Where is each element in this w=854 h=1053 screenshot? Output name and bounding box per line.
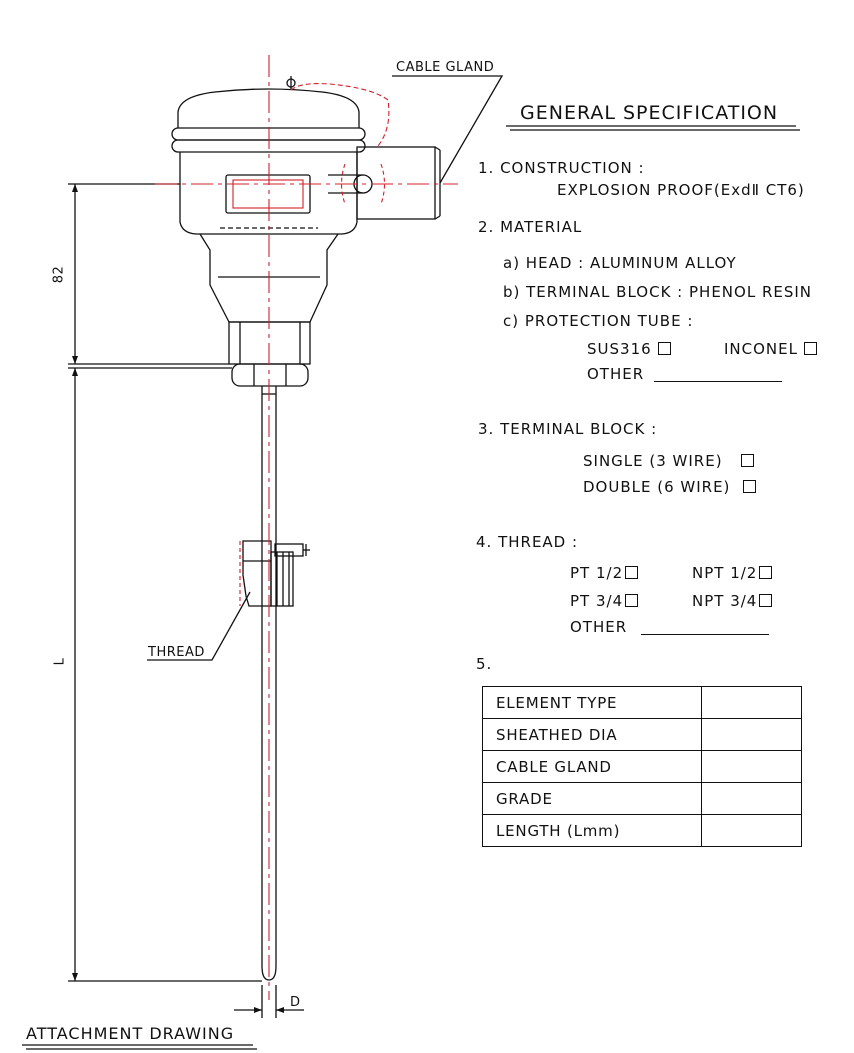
material-heading: 2. MATERIAL <box>478 218 583 236</box>
option-npt-half: NPT 1/2 <box>692 564 773 582</box>
pt-3q-checkbox[interactable] <box>625 594 639 607</box>
cable-gland-boss <box>356 146 436 220</box>
option-inconel: INCONEL <box>724 342 817 357</box>
table-row: GRADE <box>482 782 802 815</box>
dimension-D-label: D <box>290 995 301 1010</box>
terminal-block-heading: 3. TERMINAL BLOCK : <box>478 420 658 438</box>
construction-value: EXPLOSION PROOF(ExdⅡ CT6) <box>557 181 805 199</box>
table-row: SHEATHED DIA <box>482 718 802 751</box>
material-head: a) HEAD : ALUMINUM ALLOY <box>503 254 737 272</box>
cable-path <box>290 83 390 147</box>
head-body <box>179 152 358 235</box>
head-cap <box>177 88 360 128</box>
double-checkbox[interactable] <box>743 480 757 493</box>
thread-other-blank[interactable] <box>641 620 770 635</box>
thread-leader <box>147 591 251 661</box>
material-other-blank[interactable] <box>654 367 783 382</box>
option-sus316-label: SUS316 <box>587 340 652 358</box>
table-row-label: ELEMENT TYPE <box>482 686 702 719</box>
nut <box>231 363 309 387</box>
single-checkbox[interactable] <box>740 454 754 467</box>
option-thread-other: OTHER <box>570 618 770 636</box>
spec-table: ELEMENT TYPE SHEATHED DIA CABLE GLAND GR… <box>482 686 802 847</box>
spec-title: GENERAL SPECIFICATION <box>520 102 779 124</box>
thread-other-label: OTHER <box>570 618 628 636</box>
table-row-label: CABLE GLAND <box>482 750 702 783</box>
sus316-checkbox[interactable] <box>657 342 671 355</box>
option-pt-half-label: PT 1/2 <box>570 564 624 582</box>
dimension-82-label: 82 <box>51 265 67 284</box>
inconel-checkbox[interactable] <box>803 342 817 355</box>
construction-heading: 1. CONSTRUCTION : <box>478 159 645 177</box>
option-npt-half-label: NPT 1/2 <box>692 564 758 582</box>
attachment-drawing-title: ATTACHMENT DRAWING <box>26 1024 235 1043</box>
pt-half-checkbox[interactable] <box>625 566 639 579</box>
option-double: DOUBLE (6 WIRE) <box>583 478 757 496</box>
fitting-thread <box>270 551 294 607</box>
table-row: LENGTH (Lmm) <box>482 814 802 847</box>
option-material-other: OTHER <box>587 365 783 383</box>
name-plate <box>225 174 311 214</box>
option-npt-3q: NPT 3/4 <box>692 592 773 610</box>
name-plate-inner <box>232 179 304 209</box>
option-pt-3q: PT 3/4 <box>570 592 639 610</box>
table-row-value[interactable] <box>701 814 802 847</box>
option-pt-half: PT 1/2 <box>570 564 639 582</box>
table-row-label: GRADE <box>482 782 702 815</box>
material-protection-tube: c) PROTECTION TUBE : <box>503 312 694 330</box>
npt-half-checkbox[interactable] <box>759 566 773 579</box>
cable-gland-label: CABLE GLAND <box>396 60 495 75</box>
dimension-L-label: L <box>52 657 68 666</box>
cable-gland-leader <box>392 75 504 184</box>
material-terminal-block: b) TERMINAL BLOCK : PHENOL RESIN <box>503 283 813 301</box>
option-npt-3q-label: NPT 3/4 <box>692 592 758 610</box>
table-row-value[interactable] <box>701 750 802 783</box>
table-row-label: LENGTH (Lmm) <box>482 814 702 847</box>
option-inconel-label: INCONEL <box>724 340 798 358</box>
thread-label: THREAD <box>148 645 205 660</box>
table-row-value[interactable] <box>701 782 802 815</box>
option-single: SINGLE (3 WIRE) <box>583 454 754 469</box>
thread-heading: 4. THREAD : <box>476 533 579 551</box>
option-double-label: DOUBLE (6 WIRE) <box>583 478 731 496</box>
table-row-label: SHEATHED DIA <box>482 718 702 751</box>
option-sus316: SUS316 <box>587 342 671 357</box>
table-row: CABLE GLAND <box>482 750 802 783</box>
table-row: ELEMENT TYPE <box>482 686 802 719</box>
option-pt-3q-label: PT 3/4 <box>570 592 624 610</box>
npt-3q-checkbox[interactable] <box>759 594 773 607</box>
option-single-label: SINGLE (3 WIRE) <box>583 452 723 470</box>
material-other-label: OTHER <box>587 365 645 383</box>
table-row-value[interactable] <box>701 718 802 751</box>
table-row-value[interactable] <box>701 686 802 719</box>
compression-fitting <box>242 540 272 607</box>
item5-label: 5. <box>476 655 493 673</box>
protection-tube <box>261 386 277 981</box>
